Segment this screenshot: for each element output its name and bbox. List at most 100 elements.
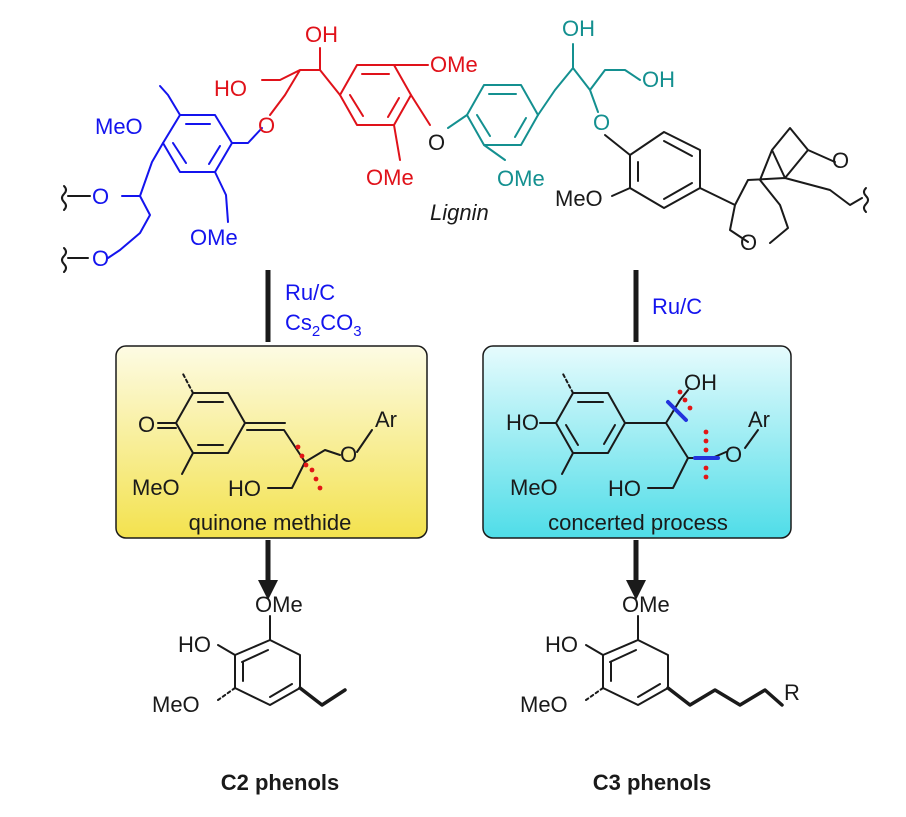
teal-ring-inner <box>476 93 527 138</box>
qm-methyl-dash <box>181 371 194 394</box>
red-oh-top: OH <box>305 22 338 47</box>
concerted-process-box: OH HO MeO HO O Ar concerted process <box>482 345 792 539</box>
cp-o-ether-label: O <box>725 442 742 467</box>
c2-ring-inner <box>241 649 293 698</box>
black-ring-inner <box>637 140 693 200</box>
qm-ether-bond <box>356 429 373 453</box>
c2-meo-dash <box>217 687 236 701</box>
lignin-blue-unit: MeO OMe O O <box>61 85 263 273</box>
cp-ho-label: HO <box>506 410 539 435</box>
cp-ether-bond <box>744 429 759 449</box>
blue-ome-bond-bottom <box>214 171 229 223</box>
blue-ome-label: OMe <box>190 225 238 250</box>
teal-oh-right: OH <box>642 67 675 92</box>
lignin-label: Lignin <box>430 200 489 225</box>
cp-meo-label: MeO <box>510 475 558 500</box>
chain-stub-1 <box>61 185 91 211</box>
c3-ho-label: HO <box>545 632 578 657</box>
diaryl-ether-o: O <box>428 130 445 155</box>
cp-caption: concerted process <box>548 510 728 535</box>
blue-chain <box>107 142 164 259</box>
c2-phenol-product: OMe HO MeO C2 phenols <box>152 592 347 795</box>
c2-phenol-structure <box>217 615 347 707</box>
c3-meo-label: MeO <box>520 692 568 717</box>
blue-meo-label: MeO <box>95 114 143 139</box>
red-ome-bottom: OMe <box>366 165 414 190</box>
c2-meo-label: MeO <box>152 692 200 717</box>
left-reagent-step: Ru/C Cs2CO3 <box>265 270 362 342</box>
blue-ring-inner <box>172 123 221 165</box>
c3-r-label: R <box>784 680 800 705</box>
qm-meo-bond <box>181 452 194 475</box>
cp-oh-top-label: OH <box>684 370 717 395</box>
right-reagent-rucat: Ru/C <box>652 294 702 319</box>
qm-ring-inner <box>197 401 224 446</box>
cp-ring-inner <box>565 401 616 446</box>
c2-ho-bond <box>217 644 236 656</box>
red-diaryl-bond <box>410 94 431 126</box>
c3-ome-label: OMe <box>622 592 670 617</box>
cp-methyl-dash <box>561 371 574 394</box>
teal-chain <box>537 43 641 116</box>
chain-stub-right <box>863 187 869 213</box>
left-reagent-base: Cs2CO3 <box>285 310 362 340</box>
blue-aryl-ether-bond <box>231 127 263 144</box>
teal-oh-top: OH <box>562 16 595 41</box>
lignin-black-unit: MeO O O <box>555 127 869 255</box>
c2-ethyl <box>298 686 347 707</box>
c2-caption: C2 phenols <box>221 770 340 795</box>
left-reagent-rucat: Ru/C <box>285 280 335 305</box>
red-ome-bond-bottom <box>393 124 401 161</box>
c3-phenol-structure <box>585 615 784 707</box>
black-meo-bond <box>611 187 631 197</box>
blue-o-chain1: O <box>92 184 109 209</box>
qm-ar-label: Ar <box>375 407 397 432</box>
qm-meo-label: MeO <box>132 475 180 500</box>
quinone-methide-cleavage-dots <box>295 444 323 491</box>
cp-ho-bottom-label: HO <box>608 476 641 501</box>
blue-o-chain2: O <box>92 246 109 271</box>
c3-meo-dash <box>585 687 604 701</box>
quinone-methide-box: O MeO HO O Ar quinone methide <box>115 345 428 539</box>
concerted-structure <box>539 371 759 489</box>
lignin-teal-unit: OH OH OMe O <box>447 16 675 191</box>
teal-ome-label: OMe <box>497 166 545 191</box>
blue-aryl-ether-o: O <box>258 113 275 138</box>
teal-ome-bond <box>483 144 506 161</box>
cp-meo-bond <box>561 452 574 475</box>
c2-ome-label: OMe <box>255 592 303 617</box>
qm-o-ether-label: O <box>340 442 357 467</box>
red-chain <box>261 47 341 116</box>
black-ring <box>629 131 701 209</box>
red-ho-label: HO <box>214 76 247 101</box>
right-reagent-step: Ru/C <box>633 270 702 342</box>
qm-carbonyl <box>157 422 177 429</box>
c3-propyl-chain <box>666 686 784 707</box>
lignin-red-unit: OH HO OMe OMe <box>214 22 478 190</box>
chain-stub-2 <box>61 247 89 273</box>
cp-cleaved-bonds <box>666 400 720 460</box>
c3-caption: C3 phenols <box>593 770 712 795</box>
qm-o-label: O <box>138 412 155 437</box>
c3-ring-inner <box>609 649 661 698</box>
c2-ho-label: HO <box>178 632 211 657</box>
left-down-arrow <box>258 540 278 600</box>
red-ome-top: OMe <box>430 52 478 77</box>
furan-o-bottom: O <box>740 230 757 255</box>
quinone-methide-structure <box>157 371 373 489</box>
qm-ho-label: HO <box>228 476 261 501</box>
teal-ether-o: O <box>593 110 610 135</box>
lignin-structure: MeO OMe O O OH HO OMe OMe O O OH <box>61 16 869 273</box>
black-meo-label: MeO <box>555 186 603 211</box>
teal-bond-to-o <box>447 114 468 129</box>
qm-caption: quinone methide <box>189 510 352 535</box>
c3-ho-bond <box>585 644 604 656</box>
furofuran-bicycle <box>699 127 863 244</box>
cp-cleavage-dots <box>677 389 709 480</box>
blue-ome-bond-top <box>159 85 181 116</box>
cp-ar-label: Ar <box>748 407 770 432</box>
right-down-arrow <box>626 540 646 600</box>
concerted-process-panel <box>482 345 792 539</box>
black-o-bond <box>604 134 631 156</box>
